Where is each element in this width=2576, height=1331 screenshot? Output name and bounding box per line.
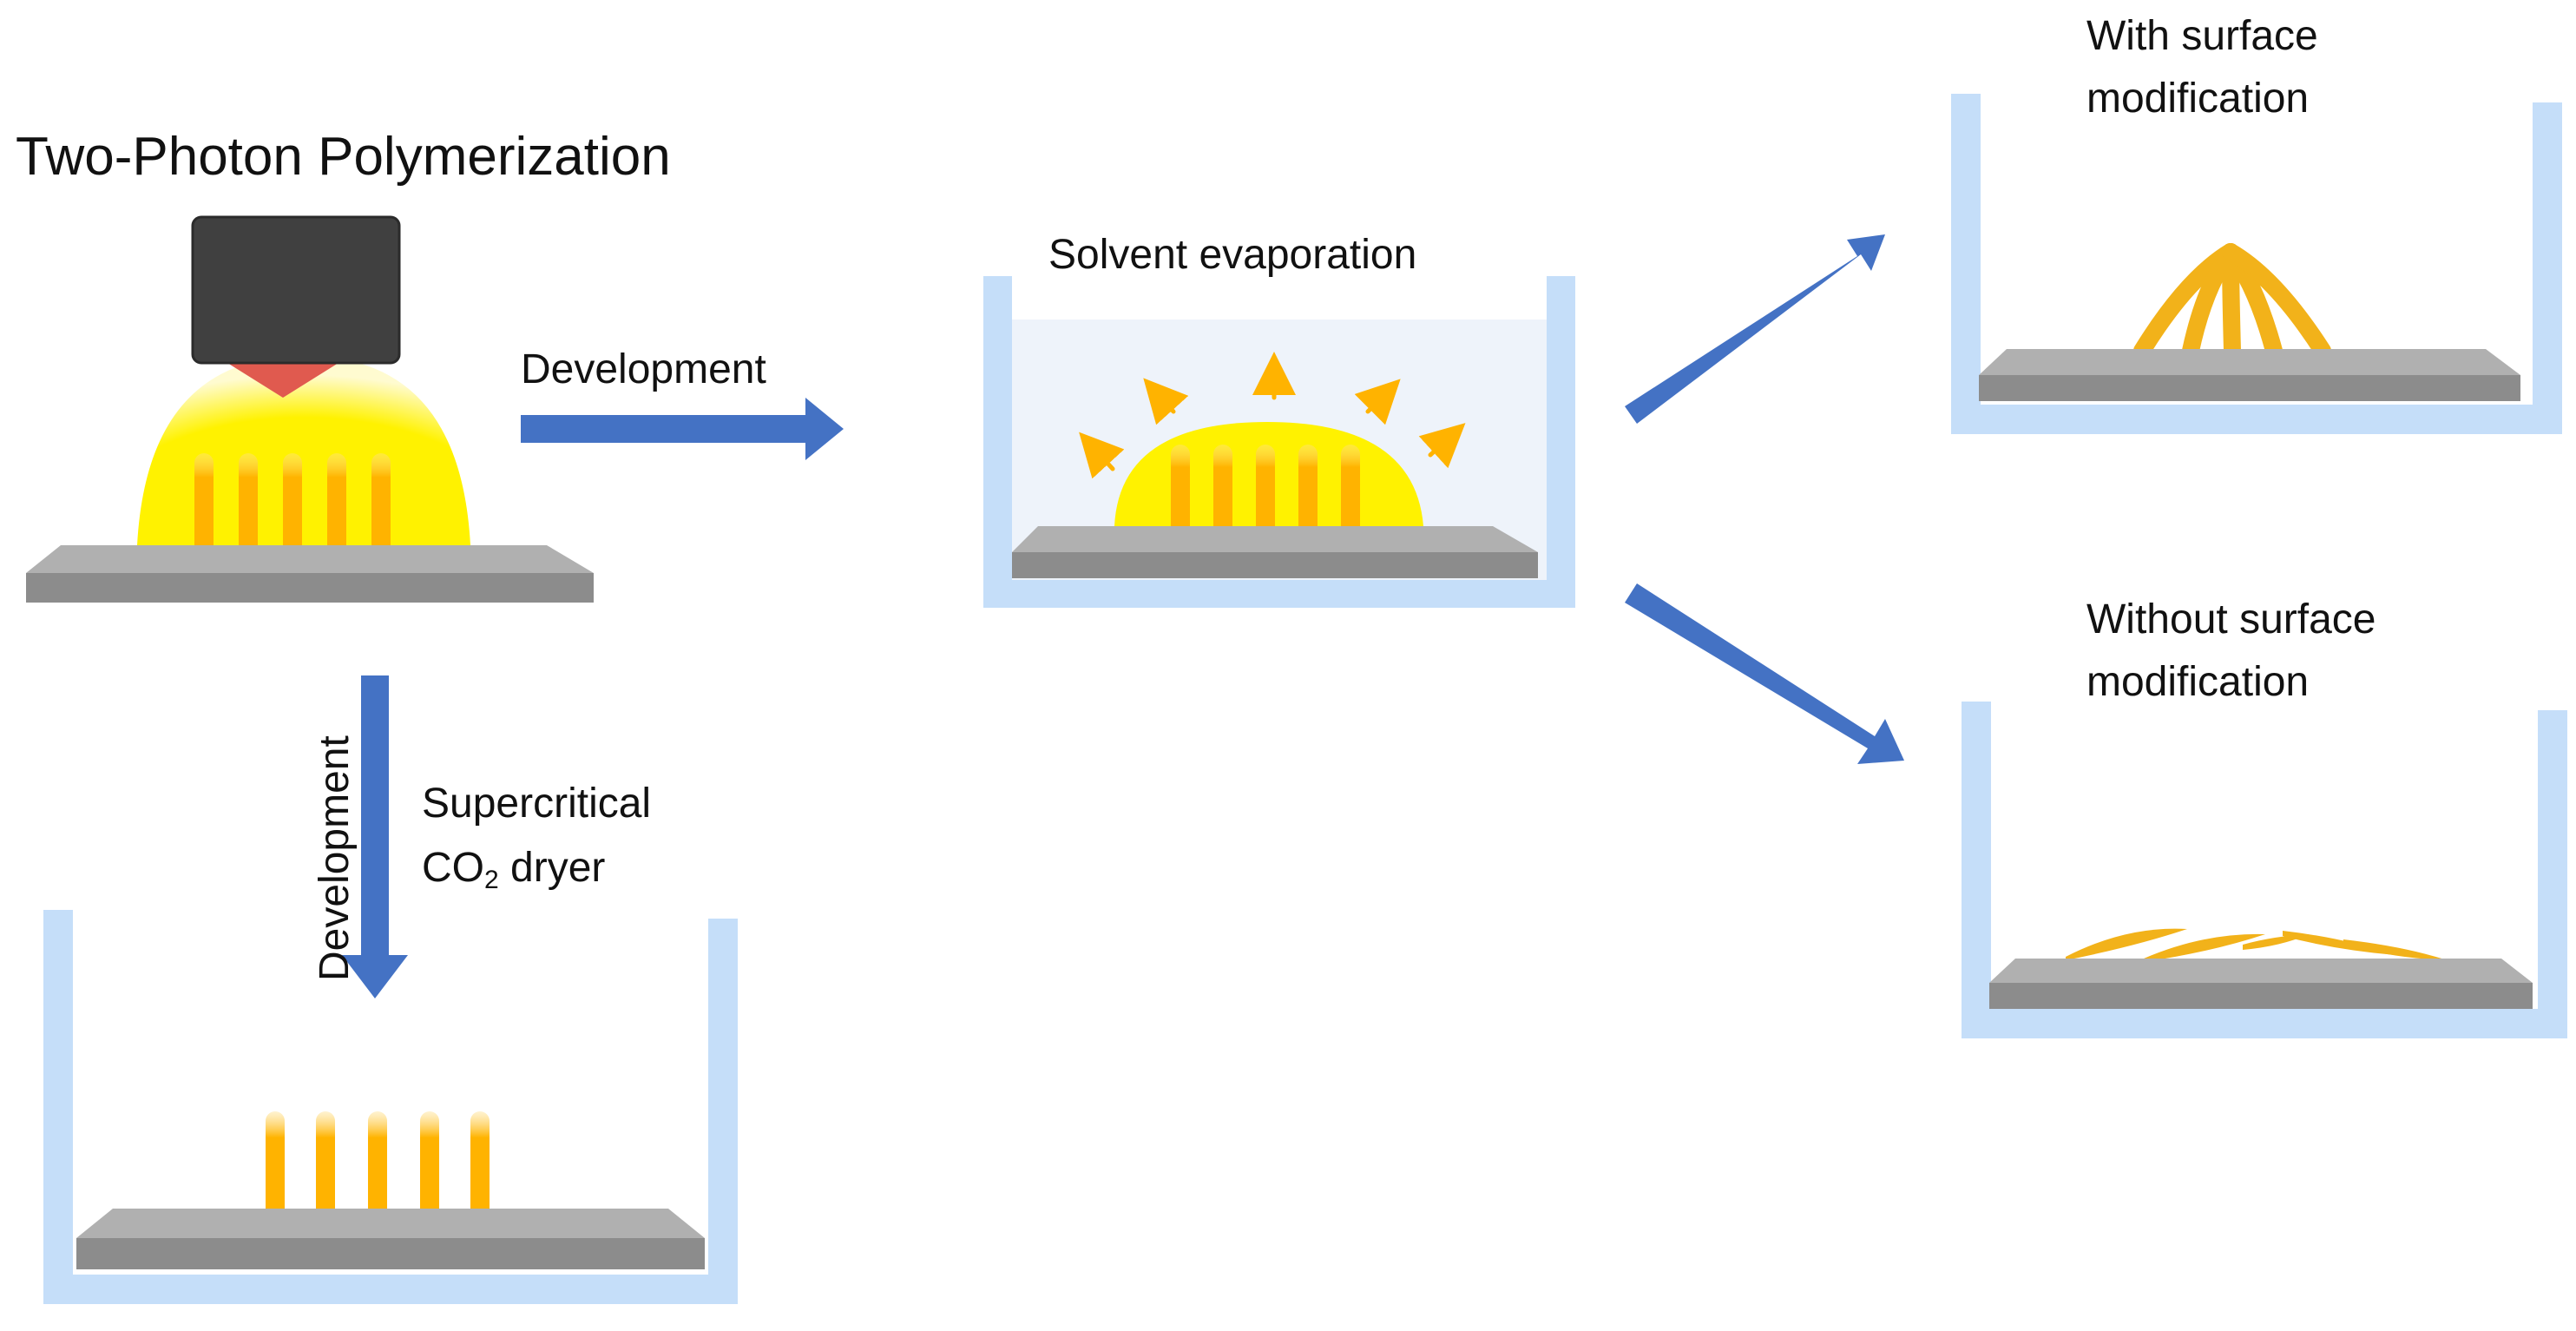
stage-with-modification [1951,94,2562,434]
pillar [1256,445,1275,547]
without-modification-label-line2: modification [2086,659,2310,705]
collapsed-pillars [2066,928,2448,962]
evaporation-arrow-icon [1354,379,1401,425]
pillar [316,1111,335,1231]
pillar [194,453,214,563]
stage-supercritical-dried [43,910,738,1304]
evaporation-arrow-icon [1418,423,1466,469]
development-down-arrow [342,675,408,998]
evaporation-arrow-icon [1079,432,1125,479]
with-modification-label-line2: modification [2086,76,2310,122]
co2-text: CO [422,845,484,891]
arrow-to-with-modification [1625,234,1885,424]
pillar [1171,445,1190,547]
development-arrow [521,398,844,460]
substrate [26,545,594,603]
pillar-group [194,453,391,563]
substrate [1979,349,2520,401]
development-label: Development [521,346,766,392]
stage-polymerization [26,215,594,603]
pillar [327,453,346,563]
without-modification-label-line1: Without surface [2086,596,2376,642]
pillar [283,453,302,563]
co2-subscript: 2 [484,866,499,894]
objective-lens-icon [191,215,401,365]
pillar [2144,933,2265,962]
substrate [76,1209,705,1269]
supercritical-label: Supercritical [422,781,652,827]
co2-dryer-label: CO2 dryer [422,847,605,893]
collapsed-pillar-bundle [2133,243,2331,359]
pillar [2066,928,2187,960]
evaporation-arrow-icon [1143,378,1189,425]
dryer-text: dryer [498,845,606,891]
arrow-to-without-modification [1625,583,1904,764]
pillar [470,1111,490,1231]
substrate [1989,959,2533,1009]
pillar [1298,445,1318,547]
pillar [420,1111,439,1231]
stage-solvent-evaporation [983,276,1575,608]
pillar [2343,939,2448,960]
pillar [1213,445,1232,547]
solvent-evaporation-label: Solvent evaporation [1048,232,1417,278]
pillar-group [1171,445,1360,547]
laser-focus-icon [227,363,338,398]
development-vertical-label: Development [312,735,358,981]
pillar [266,1111,285,1231]
stage-without-modification [1962,702,2567,1038]
with-modification-label-line1: With surface [2086,13,2318,59]
pillar [239,453,258,563]
pillar-group [266,1111,490,1231]
substrate [1012,526,1538,578]
pillar [2222,243,2331,359]
page-title: Two-Photon Polymerization [16,127,671,187]
pillar [371,453,391,563]
pillar [1341,445,1360,547]
evaporation-arrows [1079,352,1466,479]
pillar [368,1111,387,1231]
